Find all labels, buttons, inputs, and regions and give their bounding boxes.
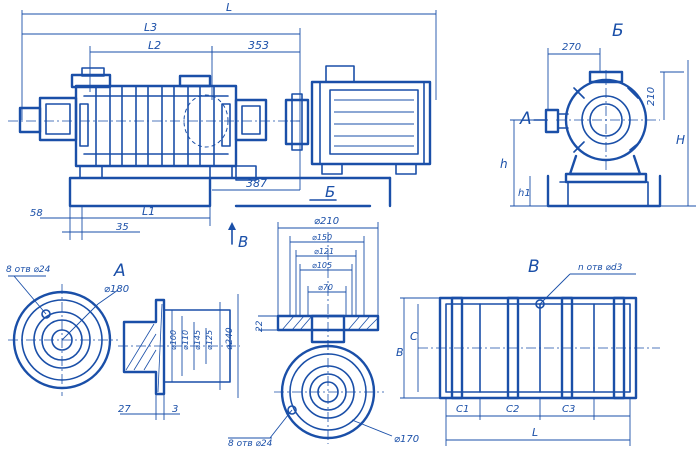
dim-L-total: L bbox=[226, 1, 232, 14]
note-n-holes: n отв ⌀d3 bbox=[578, 263, 623, 273]
dim-L2: L2 bbox=[148, 39, 161, 52]
dim-58: 58 bbox=[30, 208, 43, 219]
dim-d170: ⌀170 bbox=[394, 434, 419, 445]
flange-section: ⌀100 ⌀110 ⌀145 ⌀125 ⌀240 27 3 bbox=[118, 294, 240, 420]
dim-27: 27 bbox=[118, 404, 131, 415]
dim-d145: ⌀145 bbox=[193, 330, 202, 350]
dim-270: 270 bbox=[562, 42, 581, 53]
view-title-V: B bbox=[528, 257, 540, 277]
dim-387: 387 bbox=[246, 177, 267, 190]
dim-d125: ⌀125 bbox=[205, 330, 214, 350]
view-arrow-B: Б bbox=[325, 183, 335, 201]
dim-35: 35 bbox=[116, 222, 129, 233]
nozzle-section: ⌀210 ⌀150 ⌀121 ⌀105 ⌀70 22 bbox=[255, 216, 380, 350]
note-bolt-holes-left: 8 отв ⌀24 bbox=[6, 265, 51, 275]
dim-B: B bbox=[396, 346, 404, 359]
base-frame-view-V: B n отв ⌀d3 B C C1 C2 C3 L bbox=[396, 257, 660, 446]
dim-C3: C3 bbox=[562, 404, 575, 415]
view-title-A: A bbox=[113, 261, 126, 281]
dim-d70: ⌀70 bbox=[318, 283, 333, 292]
dim-C2: C2 bbox=[506, 404, 519, 415]
dim-C: C bbox=[410, 330, 418, 343]
dim-L1: L1 bbox=[142, 205, 155, 218]
view-arrow-V: B bbox=[238, 233, 248, 251]
dim-d110-vert: ⌀110 bbox=[181, 330, 190, 350]
dim-d150: ⌀150 bbox=[312, 233, 332, 242]
dim-d100: ⌀100 bbox=[169, 330, 178, 350]
dim-H: H bbox=[676, 133, 685, 147]
dim-L-base: L bbox=[532, 426, 538, 439]
dim-d180: ⌀180 bbox=[104, 284, 129, 295]
flange-view-A: A 8 отв ⌀24 ⌀180 bbox=[6, 261, 129, 396]
dim-22: 22 bbox=[255, 320, 265, 332]
side-view-B: Б 270 A H 210 h h1 bbox=[500, 21, 696, 208]
dim-d105: ⌀105 bbox=[312, 261, 332, 270]
front-view: L L3 L2 353 bbox=[8, 1, 437, 251]
dim-d210-top: ⌀210 bbox=[314, 216, 339, 227]
dim-3: 3 bbox=[172, 404, 178, 415]
dim-d121: ⌀121 bbox=[314, 247, 334, 256]
dim-d240-vert: ⌀240 bbox=[225, 327, 235, 350]
view-label-A-side: A bbox=[519, 109, 532, 129]
dim-353: 353 bbox=[248, 39, 269, 52]
flange-view-bottom: 8 отв ⌀24 ⌀170 bbox=[228, 340, 419, 449]
dim-210-side: 210 bbox=[646, 87, 657, 106]
dim-h: h bbox=[500, 157, 508, 171]
dim-h1: h1 bbox=[518, 188, 531, 199]
dim-C1: C1 bbox=[456, 404, 469, 415]
view-label-B: Б bbox=[612, 21, 624, 41]
note-bolt-holes-bottom: 8 отв ⌀24 bbox=[228, 439, 273, 449]
dim-L3: L3 bbox=[144, 21, 157, 34]
